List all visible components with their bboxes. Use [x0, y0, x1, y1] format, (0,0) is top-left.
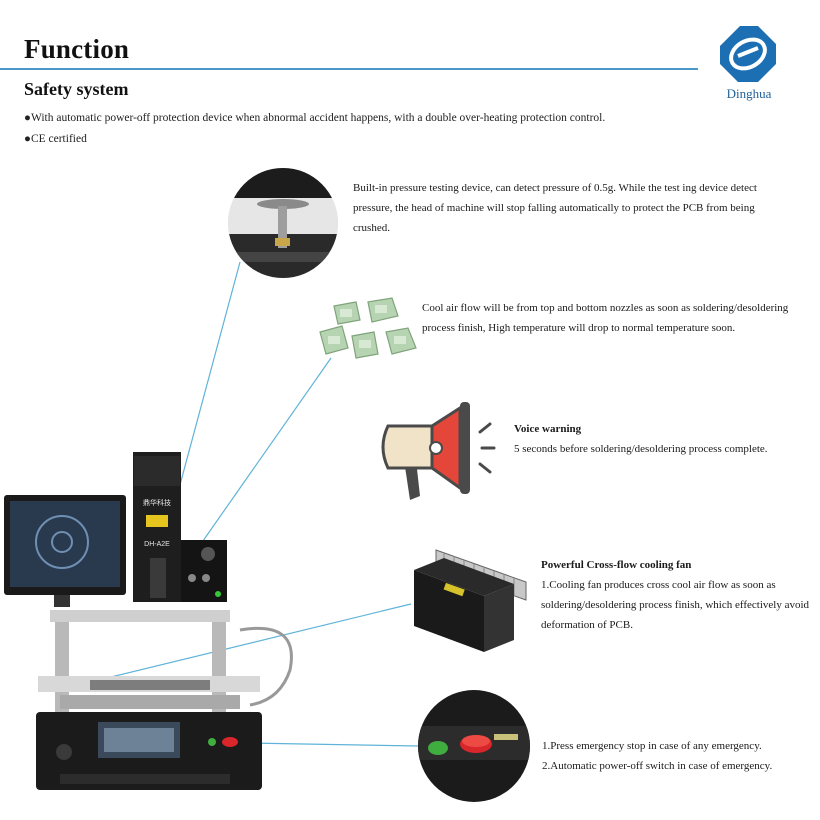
fan-title: Powerful Cross-flow cooling fan: [541, 559, 692, 571]
machine-brand-label: 鼎华科技: [143, 498, 171, 507]
emergency-stop-image: [418, 690, 530, 802]
cooling-description: Cool air flow will be from top and botto…: [422, 302, 789, 334]
dinghua-logo: [720, 26, 776, 82]
pressure-description: Built-in pressure testing device, can de…: [353, 182, 757, 234]
voice-warning-text: 5 seconds before soldering/desoldering p…: [514, 443, 768, 455]
section-subtitle: Safety system: [24, 79, 129, 99]
emergency-line-2: 2.Automatic power-off switch in case of …: [542, 760, 773, 772]
logo-brand-name: Dinghua: [726, 86, 772, 101]
nozzles-image: [319, 297, 417, 359]
emergency-line-1: 1.Press emergency stop in case of any em…: [542, 740, 762, 752]
bullet-protection: ●With automatic power-off protection dev…: [24, 112, 606, 124]
crossflow-fan-image: [414, 549, 527, 652]
bullet-ce: ●CE certified: [24, 133, 87, 145]
page-title: Function: [24, 34, 130, 64]
machine-model-label: DH-A2E: [144, 541, 170, 548]
rework-station-image: 鼎华科技 DH-A2E: [4, 452, 293, 790]
pressure-sensor-image: [228, 168, 338, 278]
fan-description: 1.Cooling fan produces cross cool air fl…: [541, 579, 810, 631]
voice-warning-title: Voice warning: [514, 423, 582, 435]
title-divider: [0, 68, 698, 70]
megaphone-icon: [381, 402, 496, 500]
